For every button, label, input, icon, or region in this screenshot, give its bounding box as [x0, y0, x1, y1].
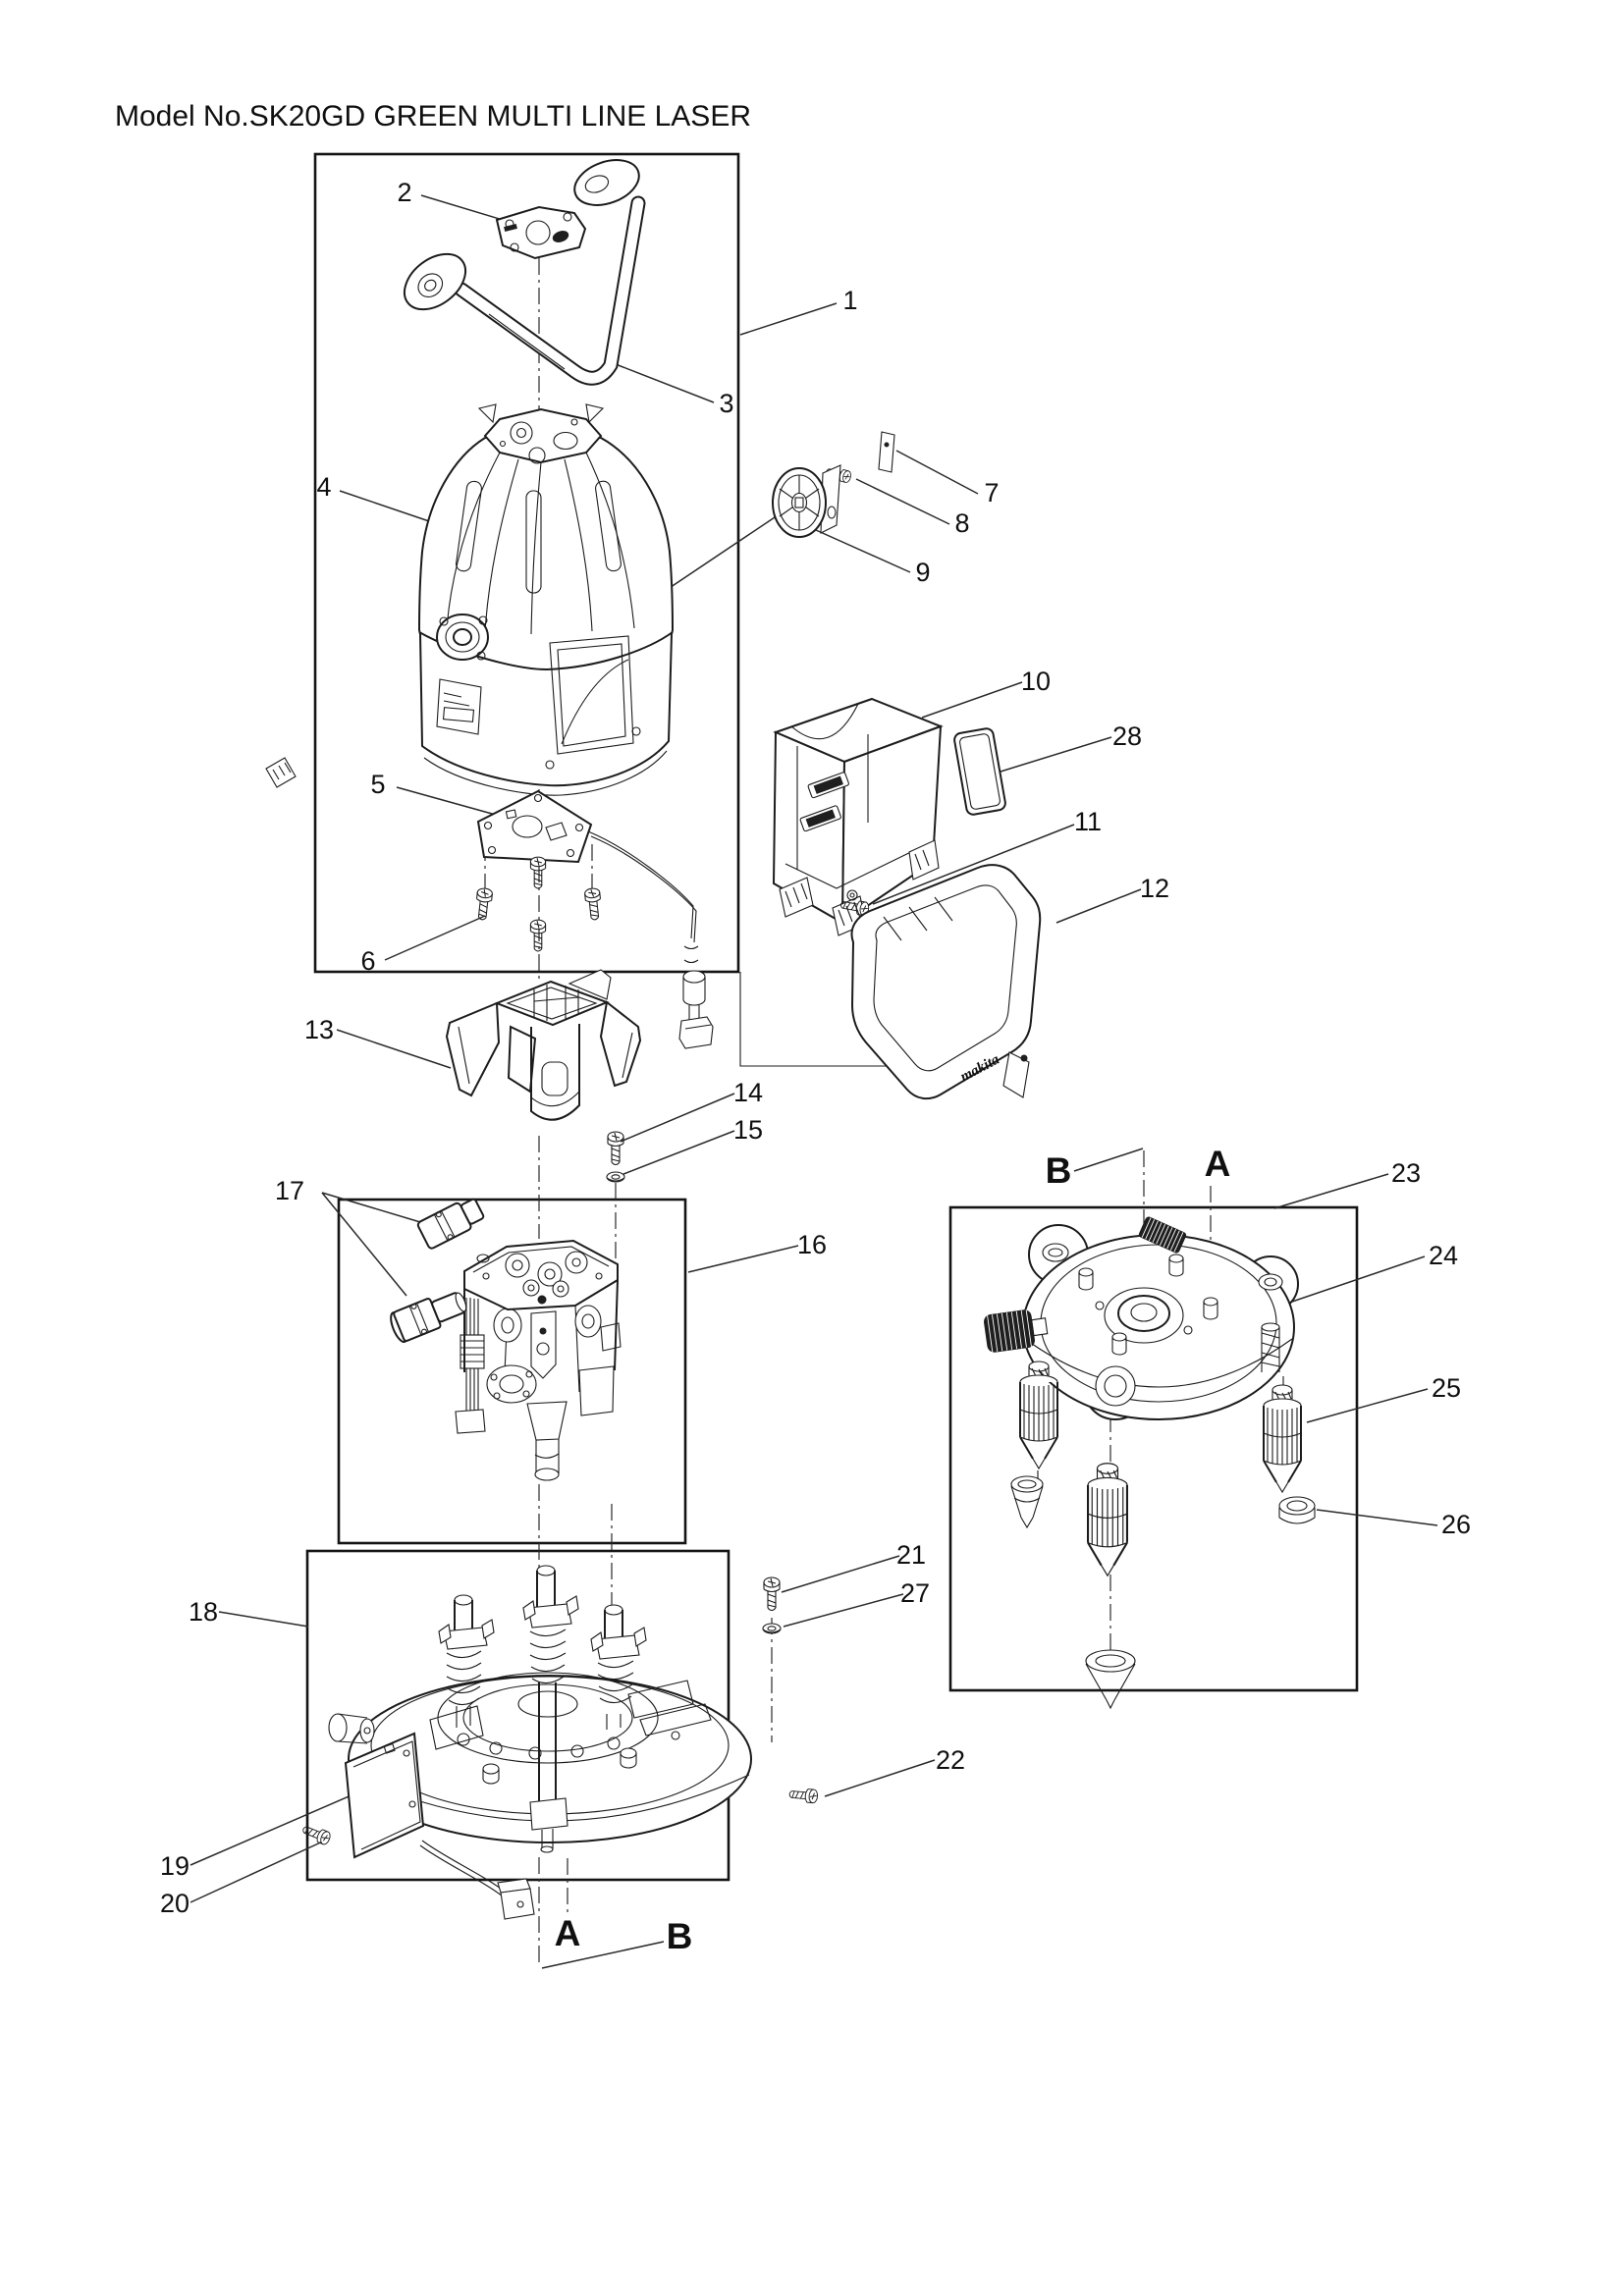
battery-holder-10: [772, 697, 944, 936]
assembly-box-23: [948, 1205, 1359, 1692]
foot-ring-26c: [1278, 1496, 1316, 1524]
screw-6c: [583, 886, 604, 922]
assembly-box-16: [337, 1198, 687, 1545]
screw-6b: [529, 856, 547, 889]
callout-23: 23: [1391, 1158, 1421, 1188]
threaded-post: [1261, 1322, 1280, 1372]
screw-22: [788, 1787, 819, 1804]
callout-27: 27: [900, 1578, 930, 1608]
laser-lens-17b: [390, 1292, 467, 1343]
callout-17: 17: [275, 1176, 304, 1205]
callout-18: 18: [189, 1597, 218, 1627]
callout-24: 24: [1429, 1241, 1458, 1270]
callout-9: 9: [915, 558, 930, 587]
callout-21: 21: [896, 1540, 926, 1570]
callout-2: 2: [397, 178, 411, 207]
callout-7: 7: [984, 478, 999, 507]
post-center: [522, 1565, 579, 1853]
pcb-assembly: [473, 789, 714, 1049]
callout-19: 19: [160, 1851, 189, 1881]
stand-frame-12: makita: [850, 864, 1042, 1100]
callout-25: 25: [1432, 1373, 1461, 1403]
adjuster-knob-25c: [1263, 1384, 1302, 1493]
post-left: [438, 1594, 495, 1728]
datum-labels: B A A B: [555, 1144, 1231, 1956]
datum-b-top: B: [1046, 1150, 1072, 1191]
adjuster-knob-25a: [1019, 1361, 1058, 1469]
washer-27: [762, 1623, 782, 1634]
post-right: [590, 1604, 647, 1730]
datum-b-bottom: B: [667, 1916, 693, 1956]
datum-a-bottom: A: [555, 1913, 581, 1953]
callout-11: 11: [1074, 807, 1102, 836]
leader-lines: [189, 194, 1438, 1969]
main-housing: [417, 403, 675, 796]
screw-21: [763, 1576, 781, 1612]
screw-6d: [529, 919, 547, 952]
callout-16: 16: [797, 1230, 827, 1259]
callout-13: 13: [304, 1015, 334, 1044]
foot-cone-26b: [1085, 1649, 1136, 1710]
page-title: Model No.SK20GD GREEN MULTI LINE LASER: [115, 100, 751, 133]
callout-22: 22: [936, 1745, 965, 1775]
adjuster-knob-25b: [1087, 1462, 1128, 1577]
handle-assembly: [403, 159, 646, 386]
connector-elbow-line: [739, 972, 943, 1067]
callout-6: 6: [360, 946, 375, 976]
callout-12: 12: [1140, 874, 1169, 903]
pendulum-base-18: [328, 1565, 752, 1920]
small-label-strip: [265, 757, 297, 788]
callout-15: 15: [733, 1115, 763, 1145]
callout-28: 28: [1112, 721, 1142, 751]
callout-4: 4: [316, 472, 331, 502]
callout-20: 20: [160, 1889, 189, 1918]
assembly-box-1: [313, 152, 740, 974]
laser-module-16: [455, 1239, 622, 1481]
callout-5: 5: [370, 770, 385, 799]
callout-10: 10: [1021, 667, 1051, 696]
side-knurled-knob: [983, 1309, 1049, 1353]
screw-14: [607, 1131, 624, 1166]
foot-cone-26a: [1010, 1475, 1044, 1529]
pcb-board: [476, 789, 593, 864]
callout-labels: 1 2 3 4 5 6 7 8 9 10 11 12 13 14 15 16 1…: [160, 178, 1471, 1918]
plate-studs: [1078, 1254, 1218, 1356]
pad-28: [953, 727, 1006, 816]
strip-7: [878, 431, 895, 473]
callout-14: 14: [733, 1078, 763, 1107]
screw-20: [299, 1822, 333, 1846]
handle-grip-right: [573, 159, 640, 206]
locator-wheel-9: [772, 464, 841, 538]
laser-lens-17a: [416, 1198, 485, 1250]
spider-bracket-13: [445, 969, 642, 1121]
datum-a-top: A: [1205, 1144, 1231, 1184]
washer-15: [606, 1171, 625, 1183]
base-plate-24: [983, 1216, 1299, 1420]
callout-3: 3: [719, 389, 733, 418]
handle-grip-left: [403, 252, 467, 311]
screw-6a: [473, 886, 494, 922]
name-plate: [495, 205, 587, 260]
callout-8: 8: [954, 508, 969, 538]
top-knurled-knob: [1138, 1216, 1187, 1254]
callout-1: 1: [842, 286, 857, 315]
switch-pcb-19: [328, 1713, 425, 1859]
callout-26: 26: [1441, 1510, 1471, 1539]
